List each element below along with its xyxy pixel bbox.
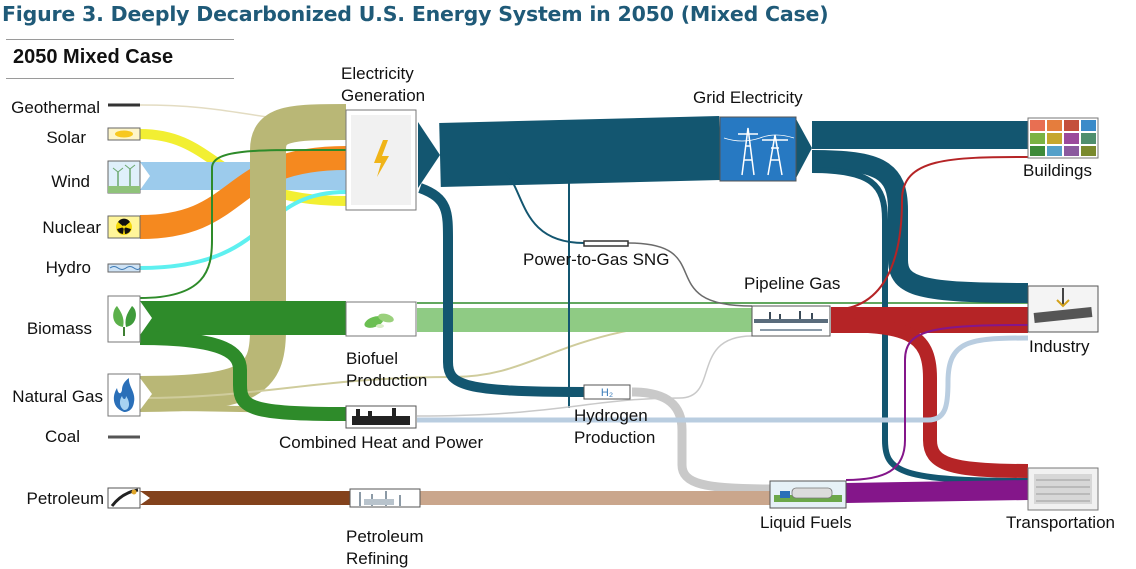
flow-electricity-to-power-to-gas	[504, 171, 585, 244]
biomass-icon	[107, 295, 141, 343]
solar-icon	[107, 127, 141, 141]
label-solar: Solar	[46, 128, 86, 147]
buildings-icon	[1027, 117, 1099, 159]
power-to-gas-icon	[583, 240, 629, 247]
petroleum-refining-icon	[349, 488, 421, 508]
arrow-petroleum	[140, 491, 150, 505]
label-hydrogen-production-line2: Production	[574, 428, 655, 447]
flow-pipeline-to-buildings	[830, 156, 1029, 311]
natural-gas-flame-icon	[107, 373, 141, 417]
label-transportation: Transportation	[1006, 513, 1115, 532]
chp-plant-icon	[345, 405, 417, 429]
label-biomass: Biomass	[27, 319, 92, 338]
hydrogen-production-icon: H₂	[583, 384, 631, 400]
label-pipeline-gas: Pipeline Gas	[744, 274, 840, 293]
flow-power-to-gas-to-pipeline	[627, 242, 753, 307]
liquid-fuels-icon	[769, 480, 847, 509]
label-petroleum: Petroleum	[27, 489, 104, 508]
label-industry: Industry	[1029, 337, 1090, 356]
flow-pipeline-to-transportation	[830, 318, 1029, 478]
case-title-rule-bottom	[6, 78, 234, 79]
case-title: 2050 Mixed Case	[13, 46, 174, 68]
flow-nuclear-to-electricity	[139, 146, 347, 239]
flow-grid-to-industry	[811, 150, 1029, 303]
transmission-tower-icon	[719, 116, 797, 182]
label-power-to-gas: Power-to-Gas SNG	[523, 250, 669, 269]
label-petroleum-refining-line1: Petroleum	[346, 527, 423, 546]
flow-liquid-fuels-to-transportation	[845, 480, 1029, 503]
label-liquid-fuels: Liquid Fuels	[760, 513, 852, 532]
case-title-rule-top	[6, 39, 234, 40]
figure-title: Figure 3. Deeply Decarbonized U.S. Energ…	[2, 2, 829, 26]
pipeline-gas-icon	[751, 305, 831, 337]
flow-biomass-to-electricity	[139, 148, 347, 299]
label-electricity-generation-line2: Generation	[341, 86, 425, 105]
label-nuclear: Nuclear	[42, 218, 101, 237]
arrow-natural-gas	[140, 378, 152, 410]
label-geothermal: Geothermal	[11, 98, 100, 117]
label-coal: Coal	[45, 427, 80, 446]
lightning-bolt-icon	[374, 140, 389, 177]
transportation-icon	[1027, 467, 1099, 511]
arrow-biomass	[140, 301, 152, 335]
label-grid-electricity: Grid Electricity	[693, 88, 803, 107]
flow-biomass-to-chp	[139, 331, 347, 421]
wind-icon	[107, 160, 141, 194]
label-electricity-generation-line1: Electricity	[341, 64, 414, 83]
electricity-generation-box	[345, 109, 417, 211]
arrow-electricity-generation	[418, 122, 440, 188]
arrow-wind	[140, 162, 150, 190]
arrow-pipeline-gas	[831, 307, 843, 333]
nuclear-icon	[107, 215, 141, 239]
label-buildings: Buildings	[1023, 161, 1092, 180]
flow-chp-to-pipeline	[416, 335, 753, 417]
label-natural-gas: Natural Gas	[12, 387, 103, 406]
label-hydro: Hydro	[46, 258, 91, 277]
industry-icon	[1027, 285, 1099, 333]
label-biofuel-production-line1: Biofuel	[346, 349, 398, 368]
flow-grid-to-transportation	[811, 167, 1029, 484]
biofuel-production-icon	[345, 301, 417, 337]
label-biofuel-production-line2: Production	[346, 371, 427, 390]
label-petroleum-refining-line2: Refining	[346, 549, 408, 568]
petroleum-icon	[107, 487, 141, 509]
flow-electricity-to-grid	[439, 116, 721, 187]
flow-electricity-to-hydrogen	[418, 183, 585, 397]
flow-hydrogen-to-liquid-fuels	[631, 387, 771, 494]
hydro-icon	[107, 263, 141, 273]
label-combined-heat-and-power: Combined Heat and Power	[279, 433, 483, 452]
label-hydrogen-production-line1: Hydrogen	[574, 406, 648, 425]
arrow-grid-electricity	[795, 117, 812, 180]
flow-liquid-fuels-to-industry	[845, 324, 1029, 481]
label-wind: Wind	[51, 172, 90, 191]
hydrogen-symbol: H₂	[601, 387, 613, 399]
flow-chp-to-industry	[417, 335, 1029, 423]
